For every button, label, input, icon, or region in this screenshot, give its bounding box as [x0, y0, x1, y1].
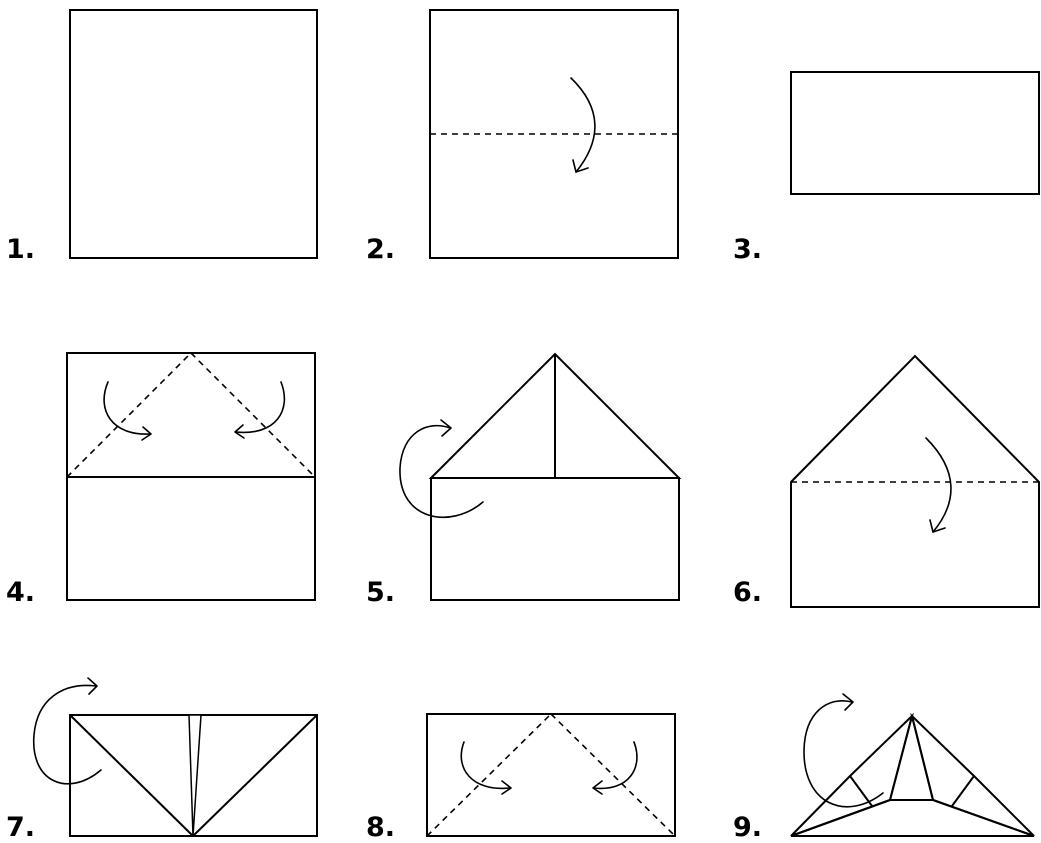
step-1-label: 1.	[6, 234, 36, 265]
fold-line-right	[190, 352, 316, 478]
fold-arrow-left-head	[501, 780, 512, 795]
step-6-label: 6.	[733, 577, 763, 608]
flip-arrow	[33, 684, 102, 785]
fold-line-right	[550, 713, 676, 837]
step-5-label: 5.	[366, 577, 396, 608]
center-gap	[888, 715, 935, 801]
step-6-diagram	[790, 354, 1040, 608]
fold-arrow-head	[929, 519, 946, 533]
fold-arrow-head	[572, 159, 589, 173]
step-2-diagram	[429, 9, 679, 259]
diagonal-left	[69, 714, 194, 837]
flip-arrow	[399, 424, 484, 519]
step-9-label: 9.	[733, 812, 763, 843]
fold-line-left	[66, 352, 192, 478]
fold-arrow	[925, 437, 952, 533]
inner-edge-right	[932, 799, 1035, 837]
folded-rectangle	[790, 71, 1040, 195]
colored-house	[790, 354, 1040, 608]
fold-arrow-right	[235, 381, 286, 434]
fold-arrow-left-head	[141, 426, 152, 441]
center-gap	[188, 714, 202, 837]
fold-arrow-right	[593, 741, 638, 790]
fold-arrow-left	[103, 381, 151, 435]
fold-arrow-right-head	[592, 780, 603, 795]
crease-left	[849, 775, 873, 807]
paper-body	[430, 477, 680, 601]
step-4-label: 4.	[6, 577, 36, 608]
step-1-diagram	[69, 9, 318, 259]
step-4-diagram	[66, 352, 316, 601]
flip-arrow-head	[440, 419, 452, 437]
inner-edge-left	[790, 799, 891, 837]
step-8-diagram	[426, 713, 676, 837]
fold-arrow-right-head	[234, 424, 245, 439]
step-7-diagram	[33, 677, 318, 837]
diagonal-right	[192, 714, 318, 837]
step-5-diagram	[399, 352, 682, 601]
step-3-diagram	[790, 71, 1040, 195]
fold-arrow	[570, 77, 596, 173]
flip-arrow-head	[87, 677, 98, 695]
fold-line-left	[426, 713, 552, 837]
paper-square	[69, 9, 318, 259]
step-7-label: 7.	[6, 812, 36, 843]
step-3-label: 3.	[733, 234, 763, 265]
left-wing	[790, 712, 914, 837]
step-9-diagram	[790, 693, 1035, 837]
step-8-label: 8.	[366, 812, 396, 843]
flip-arrow-head	[842, 693, 854, 711]
fold-arrow-left	[460, 741, 511, 790]
flip-arrow	[803, 700, 884, 808]
folded-rectangle	[426, 713, 676, 837]
crease-right	[951, 775, 975, 807]
step-2-label: 2.	[366, 234, 396, 265]
